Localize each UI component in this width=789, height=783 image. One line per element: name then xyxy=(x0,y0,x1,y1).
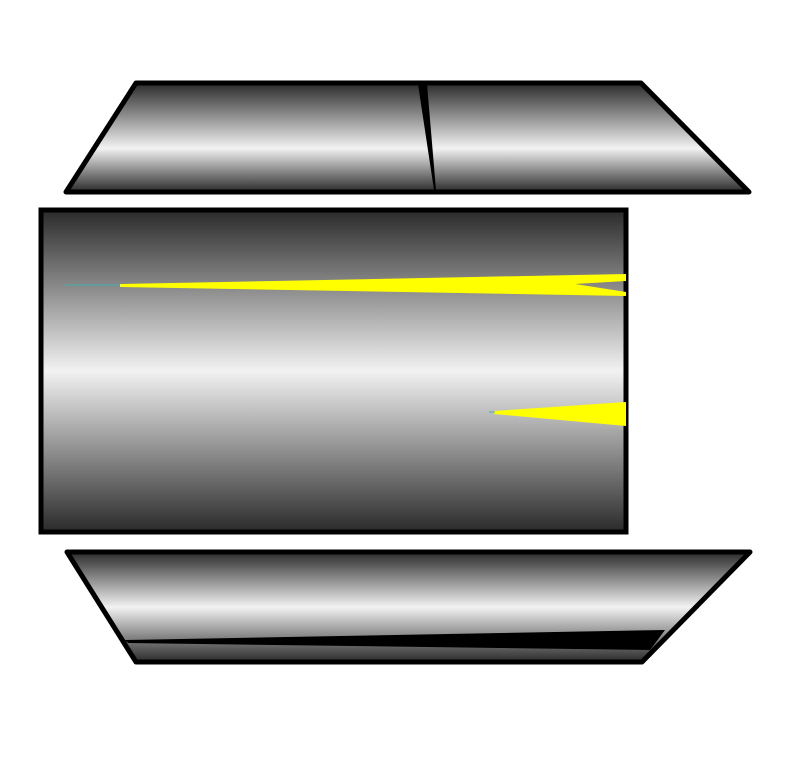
top-trapezoid-panel xyxy=(63,80,752,195)
upper-yellow-streak xyxy=(120,274,626,296)
bottom-panel-seam xyxy=(125,630,665,650)
middle-rectangle-panel xyxy=(38,207,629,535)
lower-yellow-streak xyxy=(494,402,626,426)
top-panel-seam xyxy=(418,84,436,190)
